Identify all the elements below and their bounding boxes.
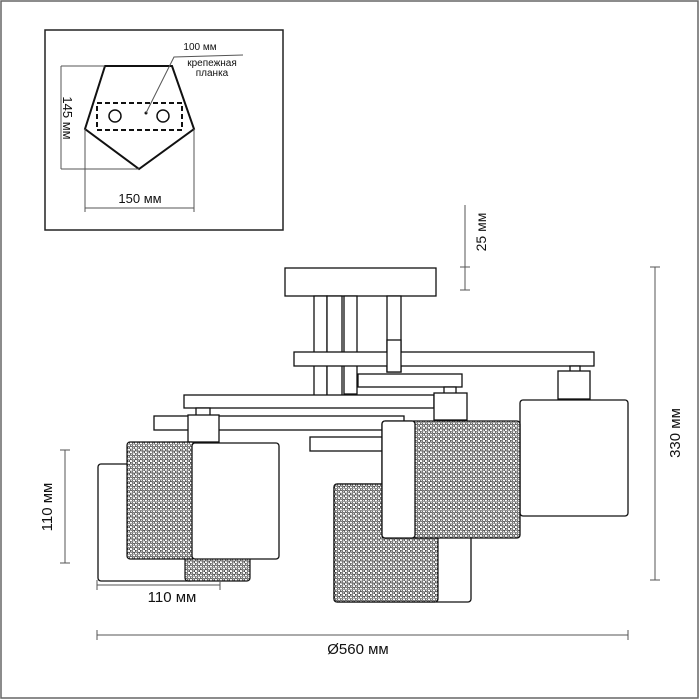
screw-hole-icon (108, 109, 122, 123)
lamp-holder (187, 414, 220, 443)
arm-bar (293, 351, 595, 367)
plate-width-label: 100 мм (183, 42, 216, 53)
screw-hole-icon (156, 109, 170, 123)
inset-height-label: 145 мм (60, 96, 75, 139)
mounting-plate-inset: 100 мм крепежная планка 145 мм 150 мм (44, 29, 284, 231)
leader-line (145, 54, 244, 114)
rod (343, 295, 358, 395)
diameter-label: Ø560 мм (327, 641, 389, 658)
canopy-height-label: 25 мм (473, 213, 489, 252)
mesh-shade-left (126, 441, 196, 560)
shade-width-label: 110 мм (148, 589, 197, 606)
rod (313, 295, 328, 397)
glass-panel (381, 420, 416, 539)
glass-shade-left-front (191, 442, 280, 560)
lamp-holder (433, 392, 468, 421)
canopy (284, 267, 437, 297)
arm-bar (357, 373, 463, 388)
arm-bar (183, 394, 435, 409)
canopy-outline (83, 65, 196, 171)
drawing-part (386, 339, 402, 373)
lamp-holder (557, 370, 591, 400)
plate-name-line2: планка (196, 68, 229, 79)
plate-name-line1: крепежная (187, 58, 237, 69)
ceiling-lamp (97, 267, 629, 603)
arm-bar (309, 436, 384, 452)
shade-height-label: 110 мм (39, 483, 56, 532)
rod (326, 295, 343, 397)
glass-shade-right (519, 399, 629, 517)
total-height-label: 330 мм (667, 408, 684, 458)
dimension-lines: 25 мм 330 мм 110 мм 110 мм Ø560 мм (39, 205, 684, 658)
mounting-plate (96, 102, 183, 131)
inset-width-label: 150 мм (118, 191, 161, 206)
